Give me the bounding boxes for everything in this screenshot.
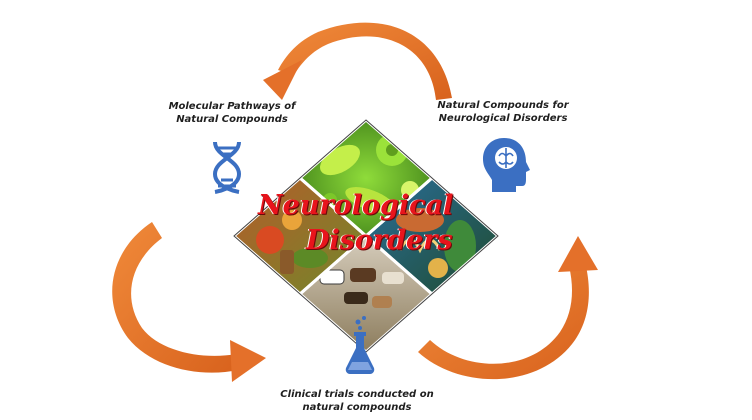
arrow-left (112, 222, 266, 382)
flask-icon (345, 316, 375, 374)
clinical-trials-label-line1: Clinical trials conducted on (280, 389, 434, 400)
clinical-trials-label-line2: natural compounds (302, 402, 412, 413)
molecular-pathways-label-line1: Molecular Pathways of (168, 101, 296, 112)
head-brain-icon (482, 138, 530, 192)
clinical-trials-label: Clinical trials conducted on natural com… (280, 388, 434, 414)
arrow-top (263, 22, 452, 100)
arrow-right (418, 236, 598, 380)
dna-icon (212, 141, 242, 194)
natural-compounds-label-line1: Natural Compounds for (437, 100, 569, 111)
natural-compounds-label: Natural Compounds for Neurological Disor… (428, 99, 578, 125)
natural-compounds-label-line2: Neurological Disorders (438, 113, 568, 124)
molecular-pathways-label: Molecular Pathways of Natural Compounds (162, 100, 302, 126)
center-title-word1: Neurological (258, 190, 454, 221)
molecular-pathways-label-line2: Natural Compounds (176, 114, 288, 125)
center-title-word2: Disorders (306, 225, 453, 256)
